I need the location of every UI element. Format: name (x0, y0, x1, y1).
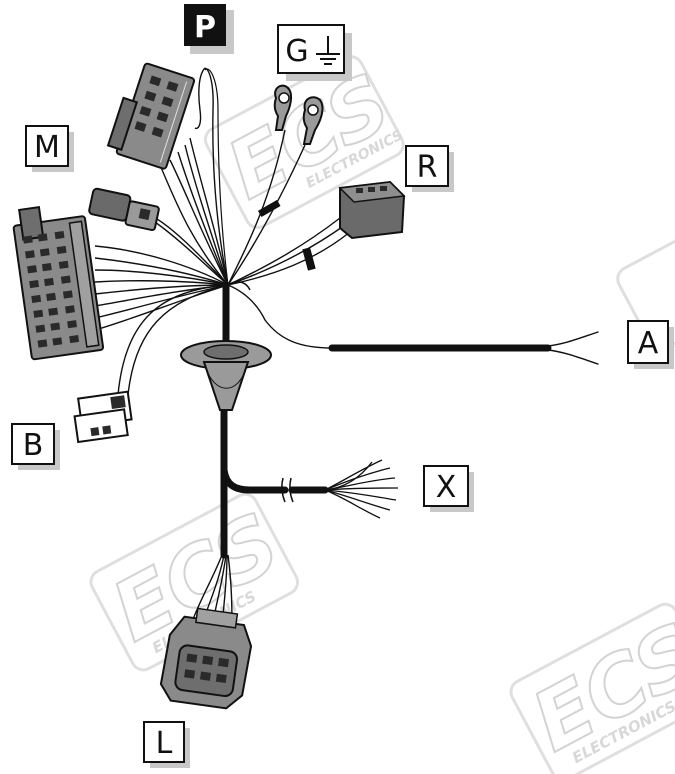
connector-m-large (12, 206, 105, 361)
label-b: B (11, 423, 60, 470)
svg-text:R: R (417, 150, 438, 185)
cable-break-mark (281, 477, 294, 503)
cable-tie-g (257, 199, 281, 217)
svg-text:G: G (285, 34, 308, 69)
cable-tie-r (302, 247, 316, 271)
ring-terminal-g-right (302, 96, 324, 145)
svg-text:A: A (638, 326, 659, 361)
cable-x-fan (324, 459, 399, 519)
ground-icon (316, 36, 340, 65)
label-l: L (143, 721, 190, 768)
connector-m-upper (106, 62, 196, 170)
svg-text:P: P (194, 10, 216, 45)
main-trunk (220, 281, 329, 559)
svg-text:B: B (23, 428, 44, 463)
connector-r (338, 180, 406, 240)
label-a: A (627, 320, 674, 369)
connector-l (159, 607, 253, 710)
label-x: X (423, 465, 474, 512)
thin-wires (94, 67, 351, 396)
label-p: P (184, 4, 234, 54)
grommet (180, 340, 272, 411)
connector-small-plug (88, 187, 160, 231)
connector-b (73, 390, 133, 444)
cable-a (328, 331, 599, 365)
ring-terminal-g-left (273, 84, 293, 131)
label-r: R (405, 145, 454, 192)
connector-p-loop (194, 67, 206, 130)
label-g: G (277, 24, 352, 81)
watermark-ecs-right-edge (616, 211, 675, 351)
watermark-ecs-bottom-right: ECS ELECTRONICS (509, 602, 675, 774)
svg-text:X: X (436, 470, 457, 505)
svg-text:M: M (34, 130, 60, 165)
label-m: M (25, 125, 74, 172)
svg-text:L: L (156, 726, 173, 761)
